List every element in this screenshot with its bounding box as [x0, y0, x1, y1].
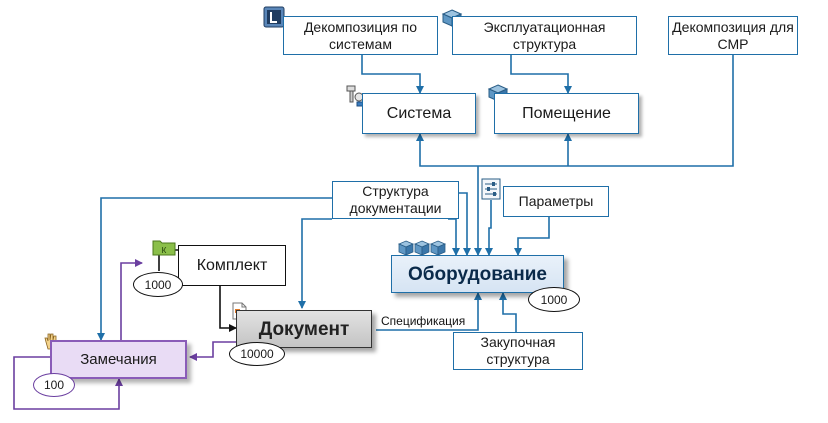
node-decomposition-smr[interactable]: Декомпозиция для СМР	[668, 16, 798, 55]
node-system[interactable]: Система	[362, 93, 476, 134]
node-operational-structure[interactable]: Эксплуатационная структура	[452, 16, 637, 55]
node-decomposition-smr-label: Декомпозиция для СМР	[672, 18, 794, 52]
link-docstruct-to-remarks	[97, 197, 332, 341]
node-system-label: Система	[386, 105, 452, 122]
link-komplekt-to-document	[219, 286, 237, 332]
node-operational-structure-label: Эксплуатационная структура	[483, 18, 606, 52]
list-icon	[263, 6, 285, 33]
link-decomp-to-system	[361, 55, 424, 94]
node-parameters[interactable]: Параметры	[503, 186, 609, 217]
node-equipment[interactable]: Оборудование	[391, 255, 564, 293]
edge-label-specification: Спецификация	[381, 314, 466, 328]
remarks-count-badge: 100	[33, 373, 75, 397]
link-params-to-equipment	[514, 217, 550, 256]
link-docstruct-to-equipment-2	[448, 218, 460, 256]
node-komplekt[interactable]: Комплект	[178, 245, 286, 286]
node-decomposition-systems[interactable]: Декомпозиция по системам	[283, 16, 438, 55]
node-documentation-structure[interactable]: Структура документации	[332, 181, 459, 219]
equipment-count-badge: 1000	[528, 287, 580, 312]
equipment-count: 1000	[540, 292, 568, 307]
node-remarks[interactable]: Замечания	[50, 340, 187, 379]
link-params-icon-to-equipment	[485, 200, 493, 256]
link-expl-to-room	[510, 55, 572, 94]
link-docstruct-to-equipment	[459, 192, 471, 256]
remarks-count: 100	[43, 378, 65, 392]
node-equipment-label: Оборудование	[408, 263, 547, 285]
node-documentation-structure-label: Структура документации	[349, 183, 442, 216]
node-purchase-structure-label: Закупочная структура	[480, 334, 556, 367]
node-purchase-structure[interactable]: Закупочная структура	[453, 332, 583, 370]
link-smr-to-system-room	[416, 55, 734, 167]
komplekt-count-badge: 1000	[133, 272, 183, 297]
folder-icon: К	[152, 238, 176, 261]
node-document-label: Документ	[258, 318, 350, 340]
link-document-to-remarks	[189, 341, 236, 361]
node-parameters-label: Параметры	[518, 193, 594, 209]
komplekt-count: 1000	[144, 277, 172, 292]
node-room[interactable]: Помещение	[494, 93, 639, 134]
document-count-badge: 10000	[229, 342, 285, 366]
svg-text:К: К	[162, 246, 167, 255]
node-remarks-label: Замечания	[80, 351, 157, 368]
link-purchase-to-equipment	[499, 292, 517, 332]
node-decomposition-systems-label: Декомпозиция по системам	[303, 18, 418, 52]
link-docstruct-to-document	[298, 218, 332, 309]
parameters-icon	[481, 178, 501, 205]
node-room-label: Помещение	[522, 105, 611, 122]
link-remarks-to-komplekt	[120, 259, 143, 340]
link-document-to-equipment	[376, 292, 482, 331]
node-komplekt-label: Комплект	[196, 257, 268, 274]
link-remarks-self	[13, 356, 123, 410]
document-count: 10000	[240, 347, 274, 361]
